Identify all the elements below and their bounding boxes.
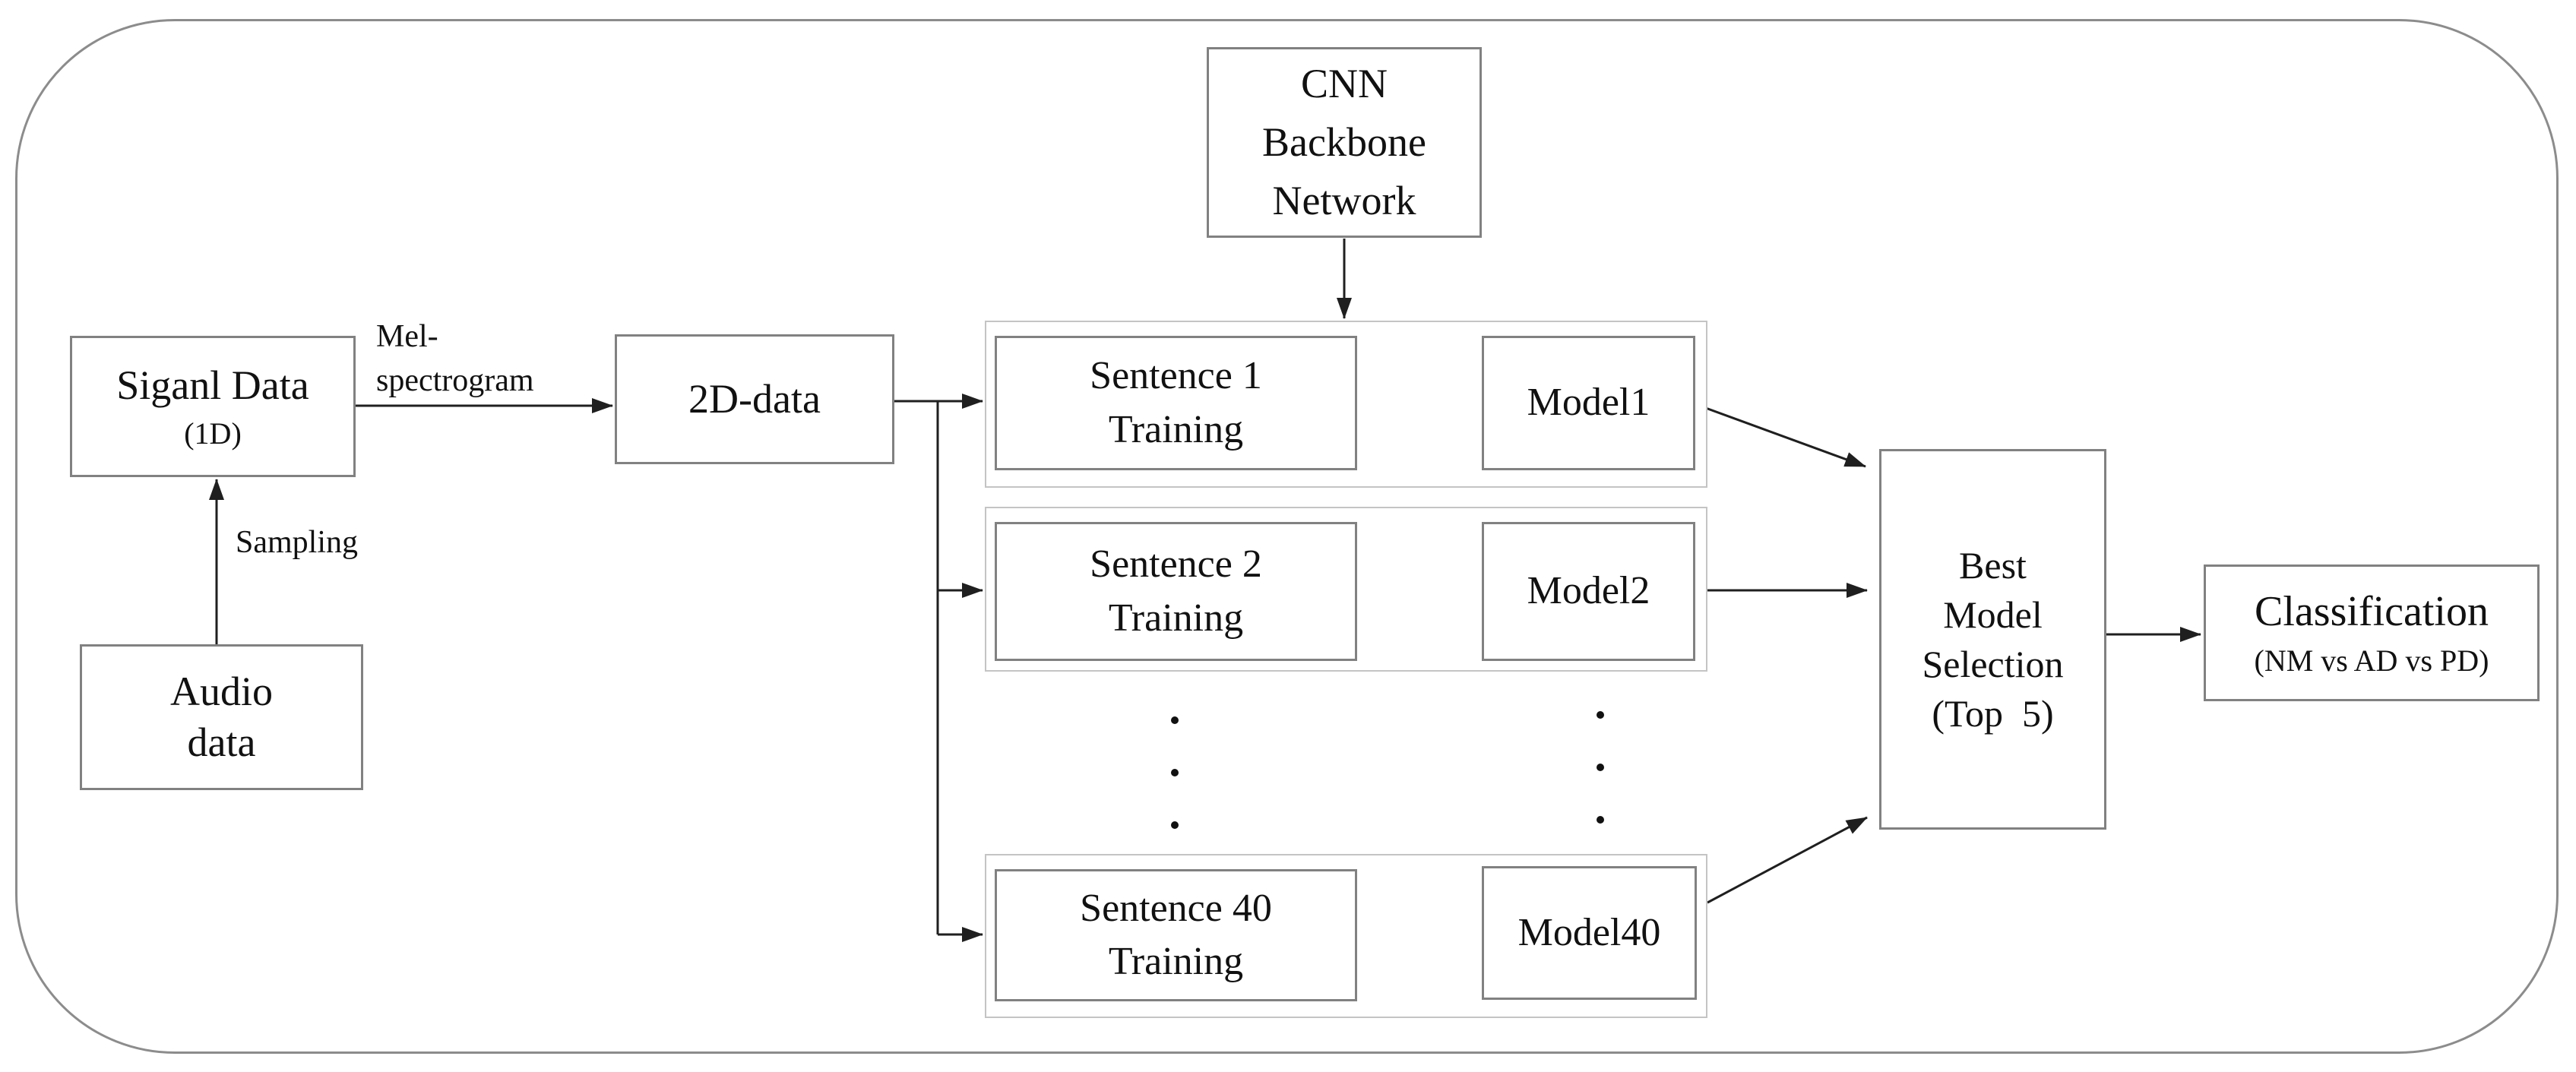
diagram-outer-frame: [15, 19, 2559, 1054]
sentence-1-training-label: Sentence 1 Training: [1090, 354, 1262, 451]
signal-data-box: Siganl Data (1D): [70, 336, 356, 477]
audio-data-label: Audio data: [170, 668, 273, 766]
sentence-2-training-label: Sentence 2 Training: [1090, 542, 1262, 640]
sentence-1-training-box: Sentence 1 Training: [995, 336, 1357, 470]
classification-box: Classification (NM vs AD vs PD): [2204, 564, 2540, 701]
sampling-label: Sampling: [236, 525, 359, 560]
2d-data-box: 2D-data: [615, 334, 894, 464]
model-2-box: Model2: [1482, 522, 1695, 661]
training-row-2: Sentence 2 Training Model2: [985, 507, 1707, 672]
sentence-40-training-box: Sentence 40 Training: [995, 869, 1357, 1001]
arrow-model40-to-best: [1707, 816, 1868, 904]
arrow-model1-to-best: [1695, 403, 1866, 468]
signal-data-title: Siganl Data: [116, 362, 309, 409]
best-model-selection-box: Best Model Selection (Top 5): [1879, 449, 2106, 830]
model-40-box: Model40: [1482, 866, 1697, 1000]
audio-data-box: Audio data: [80, 644, 363, 790]
sentence-40-training-label: Sentence 40 Training: [1080, 886, 1272, 983]
mel-spectrogram-label: Mel- spectrogram: [376, 319, 534, 398]
sentence-2-training-box: Sentence 2 Training: [995, 522, 1357, 661]
classification-subtitle: (NM vs AD vs PD): [2254, 643, 2489, 678]
cnn-backbone-label: CNN Backbone Network: [1262, 61, 1426, 223]
model-1-box: Model1: [1482, 336, 1695, 470]
ellipsis-dots-left: [1171, 716, 1179, 829]
classification-title: Classification: [2255, 588, 2489, 636]
signal-data-subtitle: (1D): [184, 416, 242, 451]
cnn-backbone-box: CNN Backbone Network: [1207, 47, 1482, 238]
model-2-label: Model2: [1527, 569, 1650, 613]
2d-data-label: 2D-data: [688, 375, 821, 422]
best-model-selection-label: Best Model Selection (Top 5): [1922, 543, 2064, 735]
model-40-label: Model40: [1517, 910, 1661, 954]
ellipsis-dots-right: [1597, 711, 1604, 824]
model-1-label: Model1: [1527, 381, 1650, 425]
training-row-40: Sentence 40 Training Model40: [985, 854, 1707, 1018]
training-row-1: Sentence 1 Training Model1: [985, 321, 1707, 488]
